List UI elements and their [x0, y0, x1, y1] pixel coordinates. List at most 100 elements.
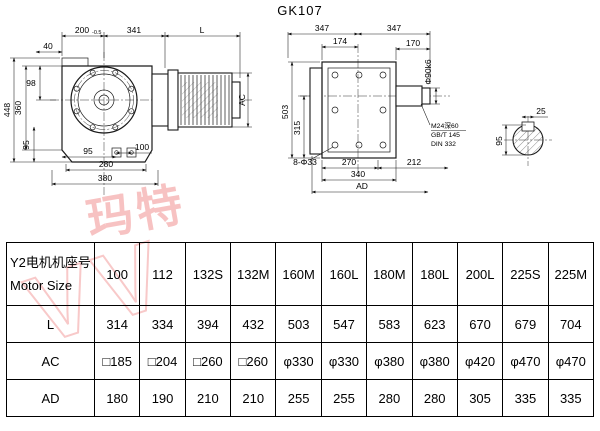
table-row-AC: AC □185 □204 □260 □260 φ330 φ330 φ380 φ3… — [6, 342, 595, 380]
thread-spec: M24深60 — [431, 121, 459, 130]
size-col-160L: 160L — [320, 242, 368, 306]
dim-95-section: 95 — [494, 136, 504, 146]
base-bolt-holes — [111, 147, 137, 158]
motor-flange — [167, 69, 179, 131]
size-col-225M: 225M — [547, 242, 595, 306]
row-label-L: L — [6, 305, 95, 343]
cell-L: 679 — [502, 305, 549, 343]
cell-AC: □260 — [230, 342, 277, 380]
dim-shaft-diameter: Φ90k6 — [423, 59, 433, 84]
dim-315: 315 — [292, 121, 302, 135]
dim-448: 448 — [2, 103, 12, 117]
dim-25: 25 — [536, 106, 546, 116]
row-label-AD: AD — [6, 379, 95, 417]
front-bolt-holes — [331, 71, 387, 149]
motor-end-cap — [231, 81, 241, 119]
front-view-drawing: 347 347 174 170 Φ90k6 503 315 8-Φ33 270 … — [280, 23, 466, 194]
header-label-en: Motor Size — [10, 278, 73, 293]
flange-bolt-holes — [73, 69, 135, 131]
left-view-dimensions — [10, 32, 252, 186]
table-row-L: L 314 334 394 432 503 547 583 623 670 67… — [6, 305, 595, 343]
cell-AD: 280 — [411, 379, 458, 417]
dim-200-tolerance: -0.5 — [92, 30, 101, 36]
cell-L: 623 — [411, 305, 458, 343]
dim-AC: AC — [237, 94, 247, 106]
shaft-section-drawing: 25 95 — [494, 106, 552, 166]
dim-98: 98 — [26, 78, 36, 88]
drawing-title: GK107 — [277, 3, 323, 18]
dim-174: 174 — [333, 36, 347, 46]
motor-size-header: Y2电机机座号 Motor Size — [6, 242, 95, 306]
dim-95-left: 95 — [21, 140, 31, 150]
dim-170: 170 — [406, 38, 420, 48]
cell-L: 547 — [320, 305, 368, 343]
side-plate — [309, 67, 323, 155]
size-col-180M: 180M — [366, 242, 413, 306]
cell-AC: φ380 — [411, 342, 458, 380]
header-label-cn: Y2电机机座号 — [10, 254, 91, 270]
dim-40: 40 — [43, 41, 53, 51]
dim-380: 380 — [98, 173, 112, 183]
size-col-132S: 132S — [184, 242, 232, 306]
cell-AD: 255 — [320, 379, 368, 417]
row-label-AC: AC — [6, 342, 95, 380]
dim-100: 100 — [135, 142, 149, 152]
size-col-112: 112 — [139, 242, 186, 306]
left-view-drawing: 200 -0.5 341 L 40 98 360 448 95 95 100 2… — [2, 25, 252, 195]
size-col-180L: 180L — [411, 242, 458, 306]
cell-L: 334 — [139, 305, 186, 343]
cell-AD: 255 — [275, 379, 322, 417]
keyway — [521, 121, 535, 132]
dim-347-right: 347 — [387, 23, 401, 33]
size-col-100: 100 — [93, 242, 141, 306]
cell-AC: φ470 — [502, 342, 549, 380]
thread-standard-din: DIN 332 — [431, 141, 456, 148]
cell-L: 503 — [275, 305, 322, 343]
motor-size-table: Y2电机机座号 Motor Size 100 112 132S 132M 160… — [6, 242, 595, 417]
cell-AD: 210 — [184, 379, 232, 417]
cell-AD: 210 — [230, 379, 277, 417]
table-row-AD: AD 180 190 210 210 255 255 280 280 305 3… — [6, 379, 595, 417]
cell-L: 314 — [93, 305, 141, 343]
front-view-dimensions — [287, 31, 466, 194]
cell-AC: φ330 — [320, 342, 368, 380]
size-col-225S: 225S — [502, 242, 549, 306]
bolt-circle — [74, 70, 134, 130]
gearbox-front-body — [321, 61, 397, 159]
size-col-132M: 132M — [230, 242, 277, 306]
cell-AD: 180 — [93, 379, 141, 417]
output-shaft-end — [421, 87, 431, 105]
dim-341: 341 — [127, 25, 141, 35]
dim-280: 280 — [99, 159, 113, 169]
cell-AD: 335 — [547, 379, 595, 417]
cell-AC: □260 — [184, 342, 232, 380]
thread-standard-gb: GB/T 145 — [431, 132, 460, 139]
dim-360: 360 — [13, 101, 23, 115]
motor-stator-hatch — [182, 82, 218, 118]
cell-L: 394 — [184, 305, 232, 343]
technical-drawing: 200 -0.5 341 L 40 98 360 448 95 95 100 2… — [2, 23, 552, 195]
output-shaft — [395, 85, 423, 107]
dim-212: 212 — [407, 157, 421, 167]
dim-L: L — [200, 25, 205, 35]
size-col-160M: 160M — [275, 242, 322, 306]
dim-503: 503 — [280, 105, 290, 119]
cell-AC: □204 — [139, 342, 186, 380]
cell-AD: 335 — [502, 379, 549, 417]
table-header-row: Y2电机机座号 Motor Size 100 112 132S 132M 160… — [6, 242, 595, 306]
dim-200: 200 — [75, 25, 89, 35]
cell-L: 432 — [230, 305, 277, 343]
motor-cooling-fins — [180, 75, 230, 125]
motor-adapter — [151, 73, 169, 127]
cell-AC: φ420 — [456, 342, 504, 380]
cell-AD: 305 — [456, 379, 504, 417]
dim-347-left: 347 — [315, 23, 329, 33]
housing-top-step — [61, 57, 89, 67]
dim-270: 270 — [342, 157, 356, 167]
output-flange-inner — [77, 73, 131, 127]
cell-L: 704 — [547, 305, 595, 343]
cell-AC: □185 — [93, 342, 141, 380]
dim-95-bottom: 95 — [83, 146, 93, 156]
size-col-200L: 200L — [456, 242, 504, 306]
